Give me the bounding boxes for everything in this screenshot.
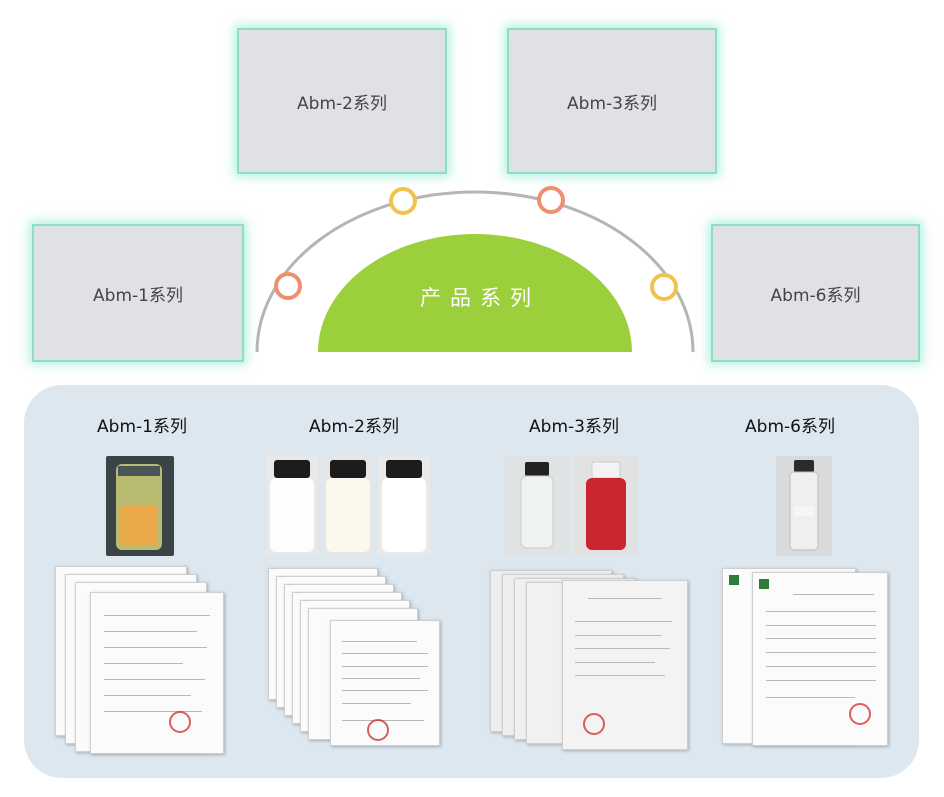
- logo-icon: [729, 575, 739, 585]
- series-box-abm2: Abm-2系列: [237, 28, 447, 174]
- product-photo-abm2: [378, 456, 430, 556]
- series-box-label: Abm-6系列: [770, 285, 861, 306]
- stamp-icon: [583, 713, 605, 735]
- product-photo-abm2: [266, 456, 318, 556]
- certificate-document: [752, 572, 888, 746]
- bottle-icon: [326, 460, 370, 552]
- stamp-icon: [367, 719, 389, 741]
- column-title-abm6: Abm-6系列: [745, 417, 835, 437]
- node-orange: [274, 272, 302, 300]
- bottle-icon: [382, 460, 426, 552]
- certificate-document: [330, 620, 440, 746]
- vial-icon: [789, 460, 819, 551]
- center-dome: [318, 234, 632, 352]
- bottle-icon: [586, 461, 626, 550]
- stamp-icon: [169, 711, 191, 733]
- jar-icon: [116, 464, 162, 550]
- series-box-label: Abm-2系列: [297, 93, 387, 114]
- stamp-icon: [849, 703, 871, 725]
- series-box-abm1: Abm-1系列: [32, 224, 244, 362]
- column-title-abm3: Abm-3系列: [529, 417, 619, 437]
- logo-icon: [759, 579, 769, 589]
- product-photo-abm6: [776, 456, 832, 556]
- bottle-icon: [270, 460, 314, 552]
- product-photo-abm3: [505, 456, 569, 556]
- series-box-abm3: Abm-3系列: [507, 28, 717, 174]
- node-yellow: [650, 273, 678, 301]
- node-orange: [537, 186, 565, 214]
- node-yellow: [389, 187, 417, 215]
- product-photo-abm3: [574, 456, 638, 556]
- center-label: 产品系列: [420, 286, 540, 310]
- certificate-document: [562, 580, 688, 750]
- series-box-abm6: Abm-6系列: [711, 224, 920, 362]
- certificate-document: [90, 592, 224, 754]
- column-title-abm2: Abm-2系列: [309, 417, 399, 437]
- vial-icon: [520, 462, 554, 549]
- product-photo-abm2: [322, 456, 374, 556]
- product-photo-abm1: [106, 456, 174, 556]
- series-box-label: Abm-1系列: [93, 285, 183, 306]
- product-arc-diagram: [255, 186, 695, 353]
- column-title-abm1: Abm-1系列: [97, 417, 187, 437]
- series-box-label: Abm-3系列: [567, 93, 657, 114]
